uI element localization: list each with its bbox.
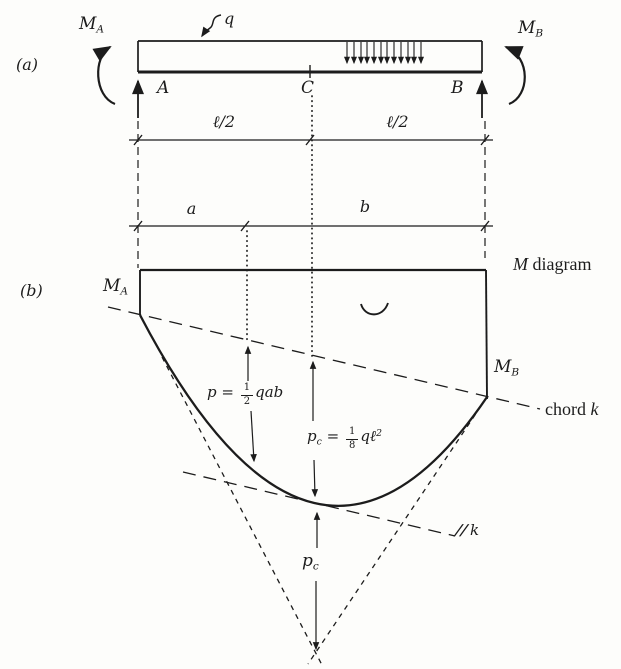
pc-lower-label: pc — [302, 551, 319, 573]
dim-right-half-label: ℓ/2 — [386, 112, 409, 131]
dim-left-half-label: ℓ/2 — [212, 112, 236, 131]
beam-moment-right-label: MB — [518, 18, 544, 40]
tangent-left — [161, 356, 323, 666]
load-leader-arrow — [201, 14, 222, 38]
dimension-line-a-b — [129, 220, 493, 232]
pc-lower-subscript: c — [312, 560, 319, 573]
support-a-label: A — [157, 78, 170, 98]
support-reaction-arrows — [132, 79, 488, 118]
diagram-moment-b-subscript: B — [511, 366, 520, 379]
part-a-label: (a) — [16, 55, 39, 74]
pc-measure-arrows — [309, 360, 319, 498]
beam-moment-left-label: MA — [79, 14, 105, 36]
end-tangent-lines — [161, 356, 482, 666]
parallel-marks: // — [454, 521, 469, 539]
squared-superscript: 2 — [376, 427, 383, 439]
diagram-moment-a-subscript: A — [120, 285, 129, 298]
dim-b-label: b — [359, 197, 371, 216]
beam-outline — [137, 40, 483, 78]
dim-a-label: a — [186, 199, 197, 218]
midpoint-c-label: C — [301, 78, 315, 98]
pc-subscript: c — [316, 436, 322, 448]
moment-arrow-right — [504, 45, 526, 106]
chord-line — [107, 306, 541, 410]
m-diagram-title: M diagram — [513, 254, 592, 274]
tangent-right — [307, 405, 482, 665]
load-q-label: q — [224, 9, 235, 28]
moment-left-subscript: A — [96, 23, 105, 36]
parallel-chord-tangent-line — [182, 471, 456, 537]
curvature-mark — [360, 302, 389, 316]
part-b-label: (b) — [20, 281, 43, 300]
moment-arrow-left — [92, 45, 116, 106]
chord-k-label: chord k — [545, 399, 599, 419]
projection-lines — [137, 95, 486, 357]
support-b-label: B — [451, 78, 464, 98]
diagram-moment-a-label: MA — [103, 276, 129, 298]
p-measure-arrows — [244, 345, 257, 463]
moment-right-subscript: B — [535, 27, 544, 40]
distributed-load-arrows — [343, 42, 425, 65]
pc-lower-measure-arrows — [312, 511, 321, 651]
dimension-line-half-spans — [129, 134, 493, 146]
diagram-moment-b-label: MB — [494, 357, 520, 379]
parallel-to-chord-label: //k — [454, 521, 480, 539]
